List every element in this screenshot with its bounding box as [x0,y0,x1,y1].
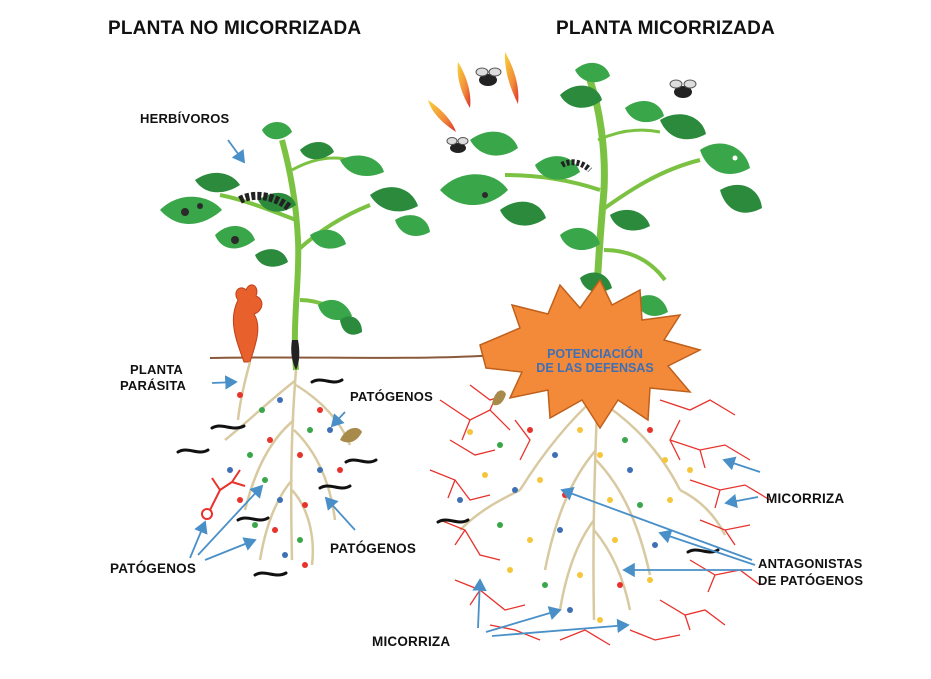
left-roots [225,362,350,565]
left-plant [160,122,430,575]
parasitic-plant [233,285,262,362]
parasitic-plant-label-line1: PLANTA [130,362,183,377]
burst-line-2: DE LAS DEFENSAS [520,361,670,375]
parasitic-plant-label-line2: PARÁSITA [120,378,186,393]
pathogens-label-mid: PATÓGENOS [330,541,416,556]
pathogens-label-left: PATÓGENOS [110,561,196,576]
mycorrhiza-label-bottom: MICORRIZA [372,634,450,649]
pathogens-label-top: PATÓGENOS [350,389,433,404]
fly [670,80,696,98]
antagonists-label-line2: DE PATÓGENOS [758,573,863,588]
right-title: PLANTA MICORRIZADA [556,18,775,40]
antagonists-label-line1: ANTAGONISTAS [758,556,862,571]
burst-line-1: POTENCIACIÓN [520,347,670,361]
burst-label: POTENCIACIÓN DE LAS DEFENSAS [520,347,670,375]
herbivores-label: HERBÍVOROS [140,111,229,126]
mycorrhiza-label-right: MICORRIZA [766,491,844,506]
left-title: PLANTA NO MICORRIZADA [108,18,361,40]
fly [476,68,501,86]
fly [447,138,468,154]
